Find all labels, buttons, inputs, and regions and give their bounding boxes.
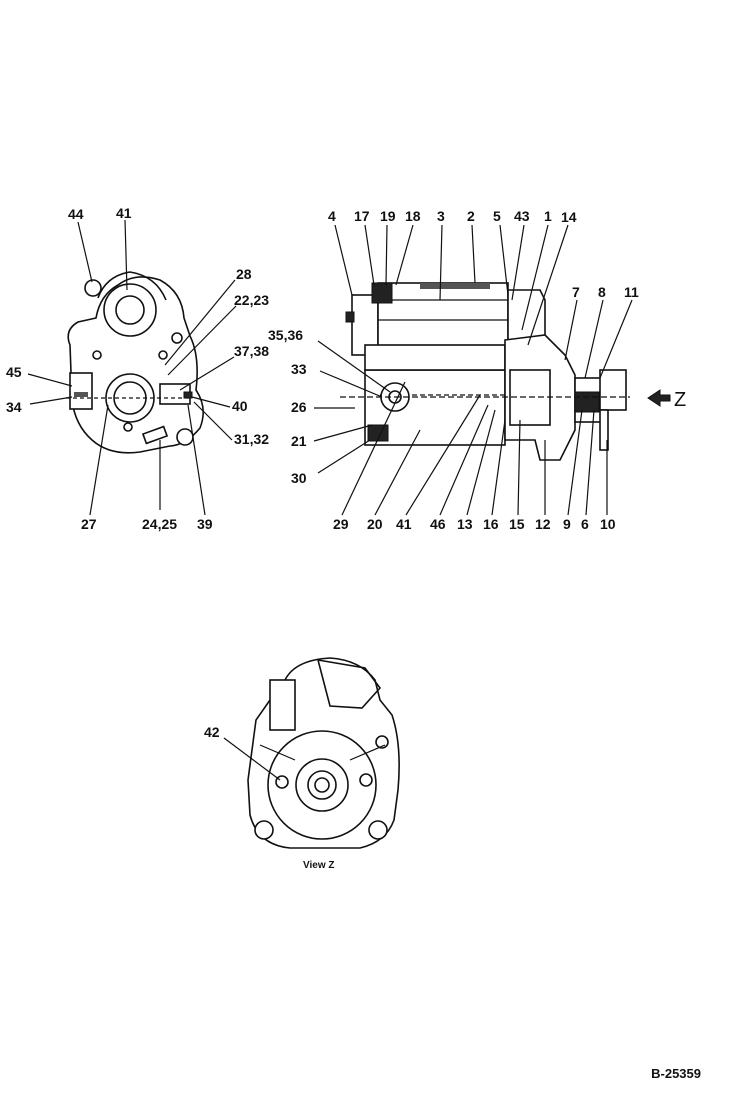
part-label: 31,32 xyxy=(234,431,269,447)
part-label: 35,36 xyxy=(268,327,303,343)
part-label: 46 xyxy=(430,516,446,532)
part-label: 40 xyxy=(232,398,248,414)
part-label: 29 xyxy=(333,516,349,532)
part-label: 26 xyxy=(291,399,307,415)
part-label: 13 xyxy=(457,516,473,532)
part-label: 33 xyxy=(291,361,307,377)
part-label: 14 xyxy=(561,209,577,225)
part-label: 21 xyxy=(291,433,307,449)
part-label: 42 xyxy=(204,724,220,740)
part-label: 44 xyxy=(68,206,84,222)
view-caption: View Z xyxy=(303,860,335,871)
figure-id: B-25359 xyxy=(651,1066,701,1081)
part-label: 6 xyxy=(581,516,589,532)
part-label: 9 xyxy=(563,516,571,532)
leader-lines xyxy=(27,219,633,781)
end-view-drawing xyxy=(66,271,204,454)
part-label: 15 xyxy=(509,516,525,532)
view-z-drawing xyxy=(247,657,400,849)
part-label: 20 xyxy=(367,516,383,532)
part-label: 22,23 xyxy=(234,292,269,308)
part-label: 17 xyxy=(354,208,370,224)
part-label: 39 xyxy=(197,516,213,532)
part-label: 19 xyxy=(380,208,396,224)
part-label: 11 xyxy=(624,284,639,300)
part-label: 27 xyxy=(81,516,97,532)
part-label: 41 xyxy=(116,205,132,221)
part-label: 45 xyxy=(6,364,22,380)
part-label: 34 xyxy=(6,399,22,415)
part-label: 41 xyxy=(396,516,412,532)
part-label: 1 xyxy=(544,208,552,224)
part-label: 2 xyxy=(467,208,475,224)
part-label: 5 xyxy=(493,208,501,224)
part-label: 10 xyxy=(600,516,616,532)
part-label: 37,38 xyxy=(234,343,269,359)
side-view-drawing xyxy=(340,282,671,461)
part-label: 16 xyxy=(483,516,499,532)
part-label: 12 xyxy=(535,516,551,532)
part-labels: 44 41 28 22,23 37,38 45 34 40 31,32 27 2… xyxy=(6,205,686,740)
part-label: 28 xyxy=(236,266,252,282)
part-label: 4 xyxy=(328,208,336,224)
part-label: 7 xyxy=(572,284,580,300)
part-label: 24,25 xyxy=(142,516,177,532)
part-label: 8 xyxy=(598,284,606,300)
direction-arrow-label: Z xyxy=(674,389,686,411)
part-label: 30 xyxy=(291,470,307,486)
part-label: 3 xyxy=(437,208,445,224)
part-label: 18 xyxy=(405,208,421,224)
part-label: 43 xyxy=(514,208,530,224)
